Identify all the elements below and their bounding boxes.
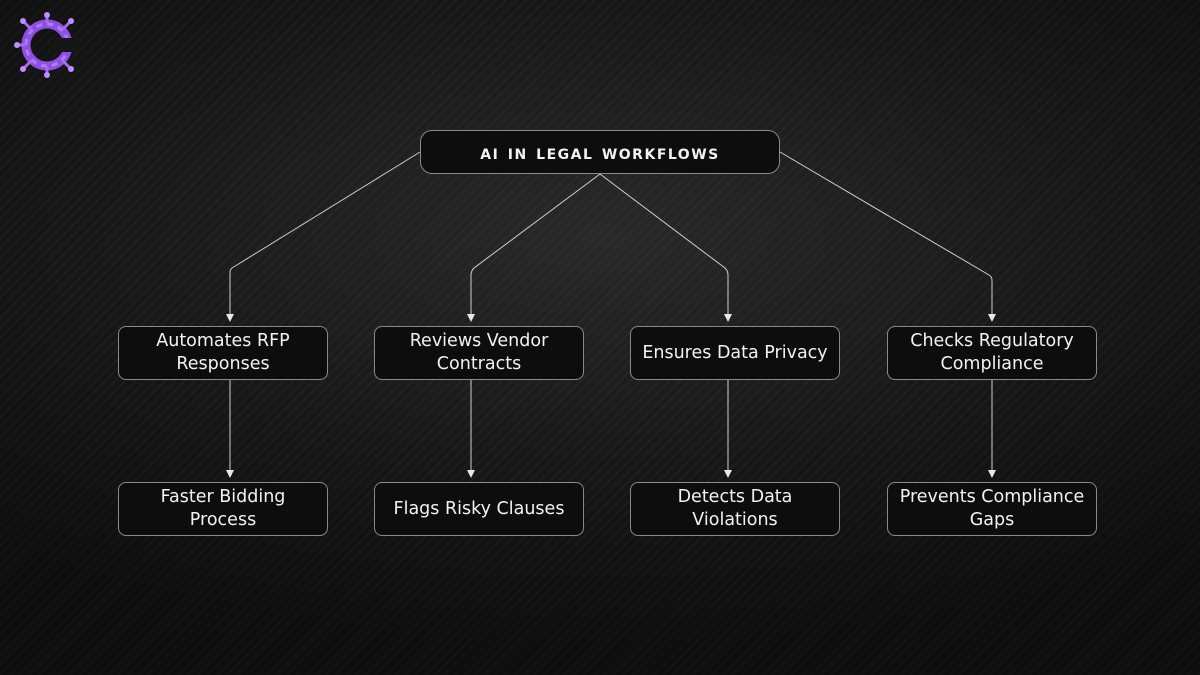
root-node: AI in Legal Workflows [420, 130, 780, 174]
circuit-c-logo-icon [14, 12, 78, 78]
action-node-label: Reviews Vendor Contracts [409, 331, 549, 374]
outcome-node-label: Flags Risky Clauses [393, 498, 565, 519]
outcome-node-gaps: Prevents Compliance Gaps [887, 482, 1097, 536]
action-node-privacy: Ensures Data Privacy [630, 326, 840, 380]
connector-root-to-privacy [599, 173, 732, 322]
outcome-node-bidding: Faster Bidding Process [118, 482, 328, 536]
outcome-node-violations: Detects Data Violations [630, 482, 840, 536]
action-node-contracts: Reviews Vendor Contracts [374, 326, 584, 380]
outcome-node-label: Detects Data Violations [677, 487, 793, 530]
connector-root-to-compliance [779, 151, 996, 322]
connector-root-to-rfp [226, 151, 421, 322]
action-node-label: Ensures Data Privacy [642, 342, 828, 363]
action-node-compliance: Checks Regulatory Compliance [887, 326, 1097, 380]
outcome-node-label: Prevents Compliance Gaps [899, 487, 1085, 530]
connector-root-to-contracts [467, 173, 601, 322]
root-node-label: AI in Legal Workflows [480, 139, 720, 164]
action-node-label: Checks Regulatory Compliance [910, 331, 1074, 374]
outcome-node-clauses: Flags Risky Clauses [374, 482, 584, 536]
outcome-node-label: Faster Bidding Process [160, 487, 286, 530]
action-node-label: Automates RFP Responses [156, 331, 290, 374]
action-node-rfp: Automates RFP Responses [118, 326, 328, 380]
